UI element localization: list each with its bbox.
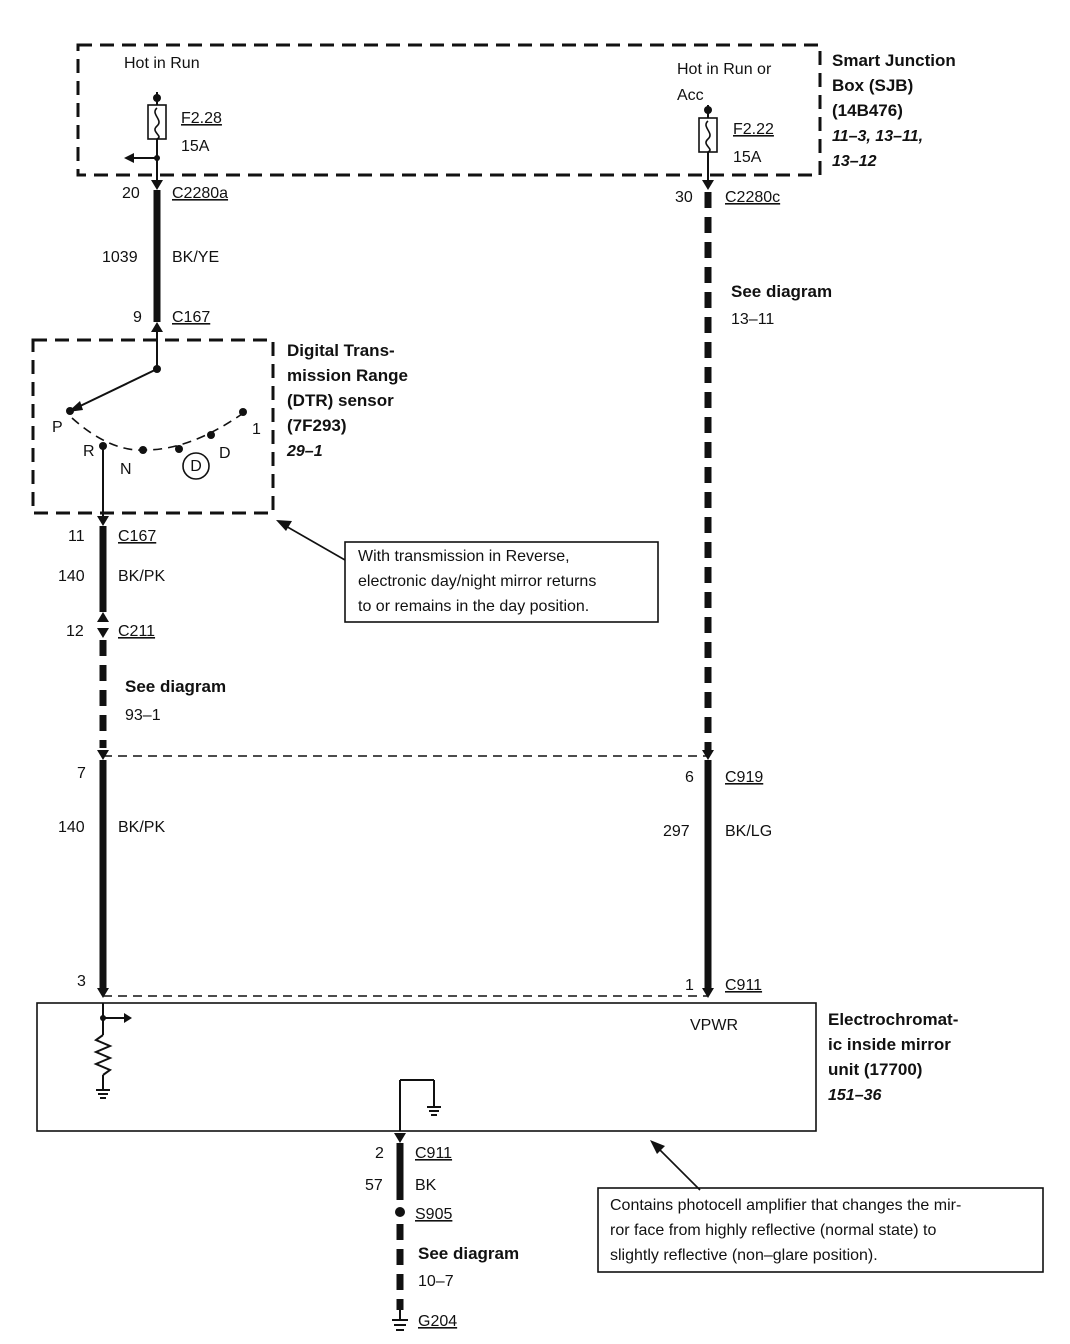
color-bk-lg: BK/LG	[725, 823, 772, 840]
circuit-57: 57	[365, 1177, 383, 1194]
mirror-title-2: ic inside mirror	[828, 1035, 951, 1054]
conn-c167-top: C167	[172, 309, 210, 326]
wire-297	[702, 760, 714, 998]
fuse-right-icon	[698, 105, 718, 180]
right-pin-30: 30	[675, 189, 693, 206]
photocell-note-arrow	[650, 1140, 701, 1191]
photocell-note-line-2: ror face from highly reflective (normal …	[610, 1222, 936, 1239]
conn-c211: C211	[118, 623, 155, 640]
wire-140-upper	[97, 516, 109, 760]
left-see-ref: 93–1	[125, 707, 161, 724]
sjb-title-3: (14B476)	[832, 101, 903, 120]
right-pin-6: 6	[685, 769, 694, 786]
reverse-note-line-2: electronic day/night mirror returns	[358, 573, 596, 590]
sjb-box	[76, 43, 822, 177]
dtr-pos-d: D	[219, 445, 231, 462]
reverse-note-line-3: to or remains in the day position.	[358, 598, 589, 615]
circuit-140-upper: 140	[58, 568, 85, 585]
mirror-title-3: unit (17700)	[828, 1060, 922, 1079]
mirror-ref: 151–36	[828, 1087, 881, 1104]
dtr-title-1: Digital Trans-	[287, 341, 395, 360]
left-pin-7: 7	[77, 765, 86, 782]
ground-see-ref: 10–7	[418, 1273, 454, 1290]
right-see-diagram: See diagram	[731, 282, 832, 301]
sjb-title-2: Box (SJB)	[832, 76, 913, 95]
wire-right-top	[702, 180, 714, 760]
dtr-pos-d-circle: D	[190, 458, 202, 475]
right-see-ref: 13–11	[731, 311, 774, 328]
left-pin-3: 3	[77, 973, 86, 990]
color-bk-ye: BK/YE	[172, 249, 219, 266]
dtr-ref: 29–1	[286, 443, 323, 460]
internal-ground-icon	[399, 1079, 441, 1131]
left-pin-12: 12	[66, 623, 84, 640]
ground-see-diagram: See diagram	[418, 1244, 519, 1263]
fuse-left-id: F2.28	[181, 110, 222, 127]
sjb-ref-1: 11–3, 13–11,	[832, 128, 923, 145]
color-bk: BK	[415, 1177, 437, 1194]
mirror-vpwr: VPWR	[690, 1017, 738, 1034]
ground-pin-2: 2	[375, 1145, 384, 1162]
sjb-hot-right-1: Hot in Run or	[677, 61, 772, 78]
wire-57	[392, 1133, 408, 1331]
conn-c167-bottom: C167	[118, 528, 156, 545]
dtr-title-4: (7F293)	[287, 416, 347, 435]
conn-c2280c: C2280c	[725, 189, 780, 206]
splice-s905: S905	[415, 1206, 452, 1223]
dtr-pos-n: N	[120, 461, 132, 478]
photocell-note-box	[597, 1187, 1044, 1273]
circuit-1039: 1039	[102, 249, 138, 266]
fuse-left-amp: 15A	[181, 138, 210, 155]
conn-c911-right: C911	[725, 977, 762, 994]
wire-140-lower	[97, 760, 109, 998]
right-pin-1: 1	[685, 977, 694, 994]
sjb-title-1: Smart Junction	[832, 51, 956, 70]
circuit-140-lower: 140	[58, 819, 85, 836]
dtr-box	[31, 338, 275, 515]
fuse-right-id: F2.22	[733, 121, 774, 138]
wire-1039	[151, 180, 163, 332]
conn-c2280a: C2280a	[172, 185, 228, 202]
left-pin-20: 20	[122, 185, 140, 202]
dtr-title-2: mission Range	[287, 366, 408, 385]
sjb-hot-left: Hot in Run	[124, 55, 200, 72]
ground-g204: G204	[418, 1313, 457, 1330]
dtr-switch-icon	[66, 332, 247, 520]
circuit-297: 297	[663, 823, 690, 840]
conn-c911-bottom: C911	[415, 1145, 452, 1162]
dtr-pos-1: 1	[252, 421, 261, 438]
reverse-note-line-1: With transmission in Reverse,	[358, 548, 570, 565]
left-pin-9: 9	[133, 309, 142, 326]
photocell-note-line-3: slightly reflective (non–glare position)…	[610, 1247, 878, 1264]
conn-c919: C919	[725, 769, 763, 786]
reverse-note-arrow	[276, 520, 346, 561]
dtr-pos-p: P	[52, 419, 63, 436]
left-see-diagram: See diagram	[125, 677, 226, 696]
fuse-left-icon	[124, 92, 167, 180]
dtr-pos-r: R	[83, 443, 95, 460]
sjb-hot-right-2: Acc	[677, 87, 704, 104]
mirror-unit-box	[36, 1002, 817, 1132]
photocell-note-line-1: Contains photocell amplifier that change…	[610, 1197, 961, 1214]
fuse-right-amp: 15A	[733, 149, 762, 166]
mirror-title-1: Electrochromat-	[828, 1010, 958, 1029]
sjb-ref-2: 13–12	[832, 153, 877, 170]
resistor-icon	[93, 1003, 132, 1099]
left-pin-11: 11	[68, 528, 85, 545]
dtr-title-3: (DTR) sensor	[287, 391, 394, 410]
reverse-note-box	[344, 541, 659, 623]
color-bk-pk-upper: BK/PK	[118, 568, 165, 585]
color-bk-pk-lower: BK/PK	[118, 819, 165, 836]
